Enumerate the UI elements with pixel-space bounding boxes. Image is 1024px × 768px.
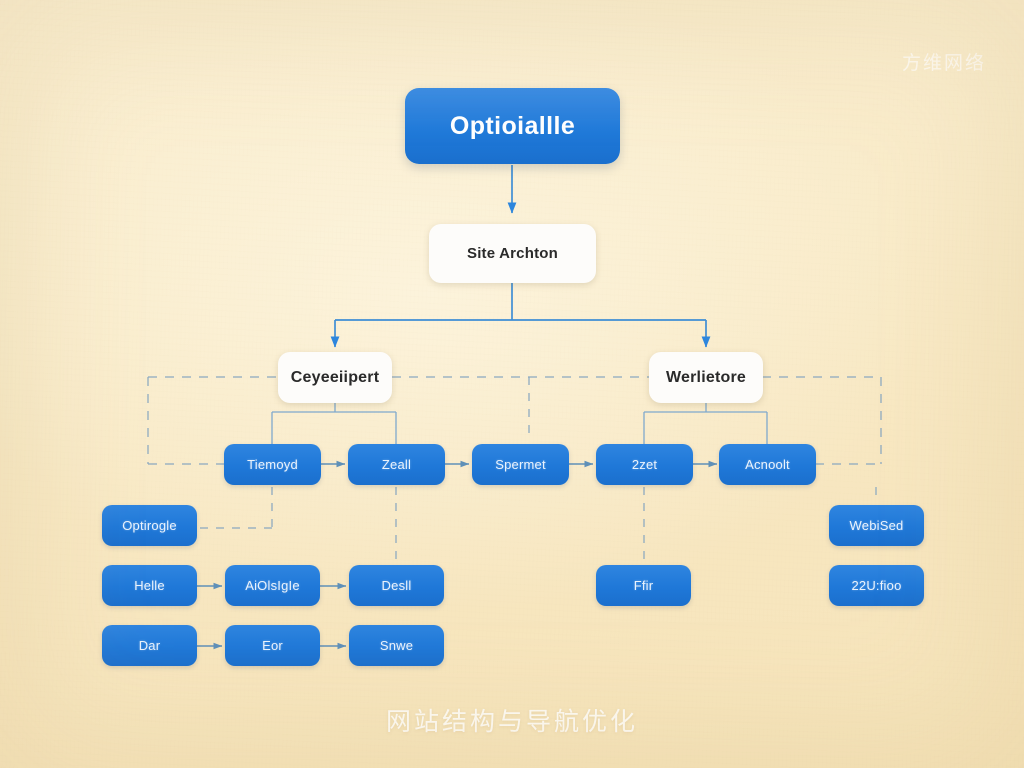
node-bot-2[interactable]: Eor — [225, 625, 320, 666]
node-mid-2-label: AiOlsIgIe — [245, 578, 300, 593]
node-mid-2[interactable]: AiOlsIgIe — [225, 565, 320, 606]
edge-hubright-to-chain — [643, 403, 768, 445]
node-chain-2-label: Zeall — [381, 457, 412, 472]
node-chain-2[interactable]: Zeall — [348, 444, 445, 485]
node-mid-1[interactable]: Helle — [102, 565, 197, 606]
node-chain-3[interactable]: Spermet — [472, 444, 569, 485]
node-bot-3[interactable]: Snwe — [349, 625, 444, 666]
node-chain-5[interactable]: Acnoolt — [719, 444, 816, 485]
node-mid-3[interactable]: Desll — [349, 565, 444, 606]
node-site-architecture-label: Site Archton — [466, 245, 559, 262]
node-center-1[interactable]: Ffir — [596, 565, 691, 606]
watermark-text: 方维网络 — [901, 53, 986, 74]
node-bot-3-label: Snwe — [379, 638, 414, 653]
node-root[interactable]: Optioiallle — [405, 88, 620, 164]
edge-site-to-hubs — [330, 283, 711, 348]
node-mid-1-label: Helle — [134, 578, 165, 593]
node-site-architecture[interactable]: Site Archton — [429, 224, 596, 283]
node-bot-2-label: Eor — [262, 638, 283, 653]
diagram-caption: 网站结构与导航优化 — [385, 708, 638, 736]
node-right-2[interactable]: 22U:fioo — [829, 565, 924, 606]
node-chain-4-label: 2zet — [631, 457, 658, 472]
node-left-1-label: Optirogle — [122, 518, 177, 533]
node-chain-4[interactable]: 2zet — [596, 444, 693, 485]
node-hub-left[interactable]: Ceyeeiipert — [278, 352, 392, 403]
node-center-1-label: Ffir — [633, 578, 654, 593]
node-hub-right[interactable]: Werlietore — [649, 352, 763, 403]
node-hub-right-label: Werlietore — [666, 368, 746, 386]
node-hub-left-label: Ceyeeiipert — [290, 368, 380, 386]
node-chain-5-label: Acnoolt — [745, 457, 790, 472]
node-bot-1-label: Dar — [138, 638, 161, 653]
node-chain-3-label: Spermet — [495, 457, 546, 472]
node-left-1[interactable]: Optirogle — [102, 505, 197, 546]
node-bot-1[interactable]: Dar — [102, 625, 197, 666]
node-root-label: Optioiallle — [449, 111, 576, 140]
node-chain-1[interactable]: Tiemoyd — [224, 444, 321, 485]
edge-hubleft-to-chain — [271, 403, 397, 445]
node-mid-3-label: Desll — [381, 578, 412, 593]
node-right-2-label: 22U:fioo — [851, 578, 902, 593]
node-right-1[interactable]: WebiSed — [829, 505, 924, 546]
node-chain-1-label: Tiemoyd — [247, 457, 298, 472]
node-right-1-label: WebiSed — [849, 518, 904, 533]
